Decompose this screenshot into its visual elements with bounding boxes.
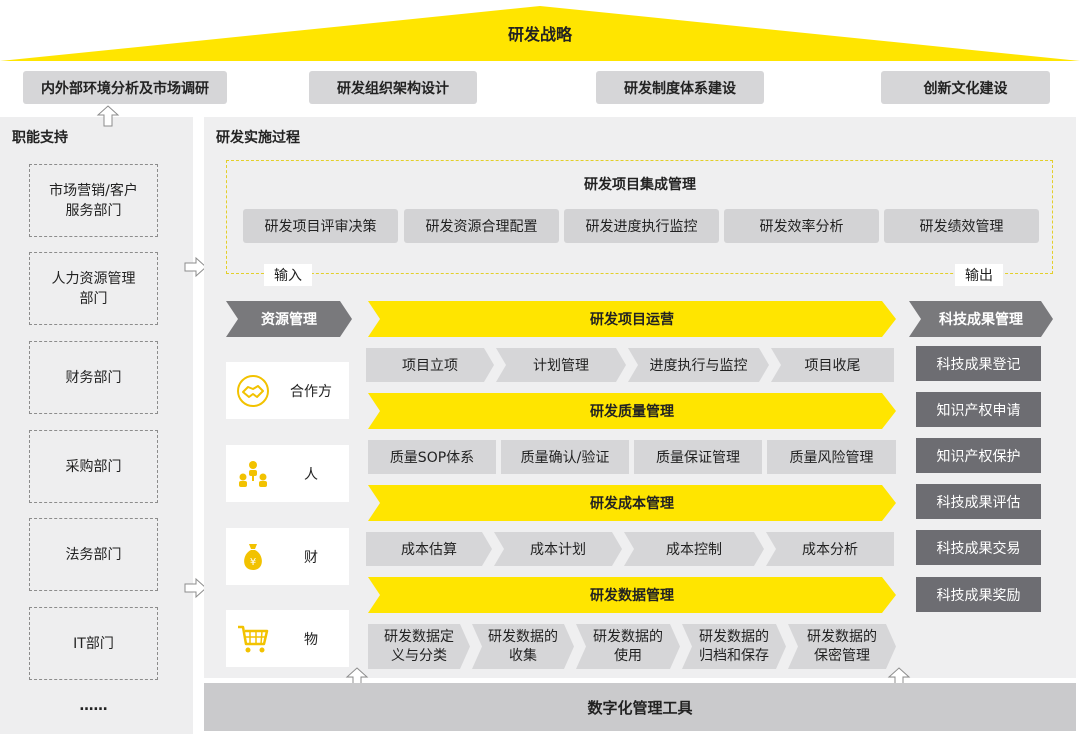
ipm-item-progress: 研发进度执行监控 xyxy=(564,209,719,243)
resource-label: 物 xyxy=(304,631,318,648)
resource-label: 合作方 xyxy=(290,383,332,400)
operation-title-cost: 研发成本管理 xyxy=(368,485,896,521)
department-line: 市场营销/客户 xyxy=(49,182,138,199)
step-plan-management: 计划管理 xyxy=(496,348,626,382)
tech-item-transaction: 科技成果交易 xyxy=(916,530,1041,565)
department-line: 服务部门 xyxy=(65,202,122,219)
ipm-item-efficiency: 研发效率分析 xyxy=(724,209,879,243)
step-data-collection: 研发数据的 收集 xyxy=(472,624,574,669)
operation-title-project: 研发项目运营 xyxy=(368,301,896,337)
functional-support-panel xyxy=(0,117,193,734)
step-quality-sop: 质量SOP体系 xyxy=(368,440,496,474)
department-line: 部门 xyxy=(79,290,108,307)
step-line: 研发数据的 xyxy=(488,628,558,645)
operation-title-quality: 研发质量管理 xyxy=(368,393,896,429)
top-item-system-building: 研发制度体系建设 xyxy=(596,71,764,104)
strategy-roof xyxy=(0,6,1080,61)
tech-item-registration: 科技成果登记 xyxy=(916,346,1041,381)
department-finance: 财务部门 xyxy=(29,341,158,414)
department-legal: 法务部门 xyxy=(29,518,158,591)
step-line: 研发数据的 xyxy=(699,628,769,645)
output-label: 输出 xyxy=(955,264,1003,286)
step-line: 研发数据的 xyxy=(593,628,663,645)
ipm-item-resource: 研发资源合理配置 xyxy=(404,209,559,243)
top-item-innovation-culture: 创新文化建设 xyxy=(881,71,1050,104)
step-quality-assurance: 质量保证管理 xyxy=(634,440,762,474)
tech-item-evaluation: 科技成果评估 xyxy=(916,484,1041,519)
resource-label: 人 xyxy=(304,466,318,483)
step-line: 研发数据的 xyxy=(807,628,877,645)
tech-management-header: 科技成果管理 xyxy=(909,301,1053,337)
step-data-archiving: 研发数据的 归档和保存 xyxy=(682,624,786,669)
department-line: 财务部门 xyxy=(65,369,122,386)
step-project-closing: 项目收尾 xyxy=(771,348,894,382)
digital-tools-bar: 数字化管理工具 xyxy=(204,683,1076,731)
resource-management-header: 资源管理 xyxy=(226,301,352,337)
step-cost-analysis: 成本分析 xyxy=(766,532,894,566)
process-title: 研发实施过程 xyxy=(216,130,300,146)
step-quality-validation: 质量确认/验证 xyxy=(501,440,629,474)
step-quality-risk: 质量风险管理 xyxy=(767,440,896,474)
up-arrow-icon xyxy=(96,105,120,127)
tech-item-ip-application: 知识产权申请 xyxy=(916,392,1041,427)
step-data-definition: 研发数据定 义与分类 xyxy=(368,624,470,669)
handshake-icon xyxy=(237,375,269,407)
department-line: 法务部门 xyxy=(65,546,122,563)
resource-card-people: 人 xyxy=(226,445,349,502)
step-line: 保密管理 xyxy=(814,647,870,664)
department-marketing: 市场营销/客户 服务部门 xyxy=(29,164,158,237)
integrated-management-box xyxy=(226,160,1053,274)
step-progress-monitoring: 进度执行与监控 xyxy=(628,348,769,382)
strategy-title: 研发战略 xyxy=(507,25,572,44)
functional-support-title: 职能支持 xyxy=(12,130,68,146)
money-bag-icon: ¥ xyxy=(244,544,262,570)
resource-card-material: 物 xyxy=(226,610,349,667)
input-label: 输入 xyxy=(264,264,312,286)
step-line: 收集 xyxy=(509,647,537,664)
right-arrow-icon xyxy=(184,256,207,278)
resource-label: 财 xyxy=(304,549,318,566)
resource-card-partner: 合作方 xyxy=(226,362,349,419)
step-cost-estimation: 成本估算 xyxy=(366,532,492,566)
step-line: 使用 xyxy=(614,647,642,664)
step-line: 研发数据定 xyxy=(384,628,454,645)
department-line: 采购部门 xyxy=(65,458,122,475)
more-departments: …… xyxy=(79,698,108,714)
right-arrow-icon xyxy=(184,577,207,599)
people-icon xyxy=(239,461,267,487)
tech-item-ip-protection: 知识产权保护 xyxy=(916,438,1041,473)
step-cost-plan: 成本计划 xyxy=(494,532,622,566)
step-line: 义与分类 xyxy=(391,647,447,664)
integrated-management-title: 研发项目集成管理 xyxy=(584,177,696,193)
department-line: 人力资源管理 xyxy=(51,270,136,287)
department-line: IT部门 xyxy=(73,635,114,652)
step-line: 归档和保存 xyxy=(699,647,769,664)
step-project-initiation: 项目立项 xyxy=(366,348,494,382)
resource-card-finance: ¥ 财 xyxy=(226,528,349,585)
operation-title-data: 研发数据管理 xyxy=(368,577,896,613)
department-hr: 人力资源管理 部门 xyxy=(29,252,158,325)
svg-text:¥: ¥ xyxy=(250,557,256,568)
top-item-environment-analysis: 内外部环境分析及市场调研 xyxy=(23,71,227,104)
step-cost-control: 成本控制 xyxy=(624,532,764,566)
department-it: IT部门 xyxy=(29,607,158,680)
ipm-item-review: 研发项目评审决策 xyxy=(243,209,398,243)
top-item-org-design: 研发组织架构设计 xyxy=(309,71,477,104)
tech-item-award: 科技成果奖励 xyxy=(916,577,1041,612)
step-data-usage: 研发数据的 使用 xyxy=(576,624,680,669)
department-procurement: 采购部门 xyxy=(29,430,158,503)
ipm-item-performance: 研发绩效管理 xyxy=(884,209,1039,243)
step-data-confidentiality: 研发数据的 保密管理 xyxy=(788,624,896,669)
shopping-cart-icon xyxy=(238,625,269,653)
